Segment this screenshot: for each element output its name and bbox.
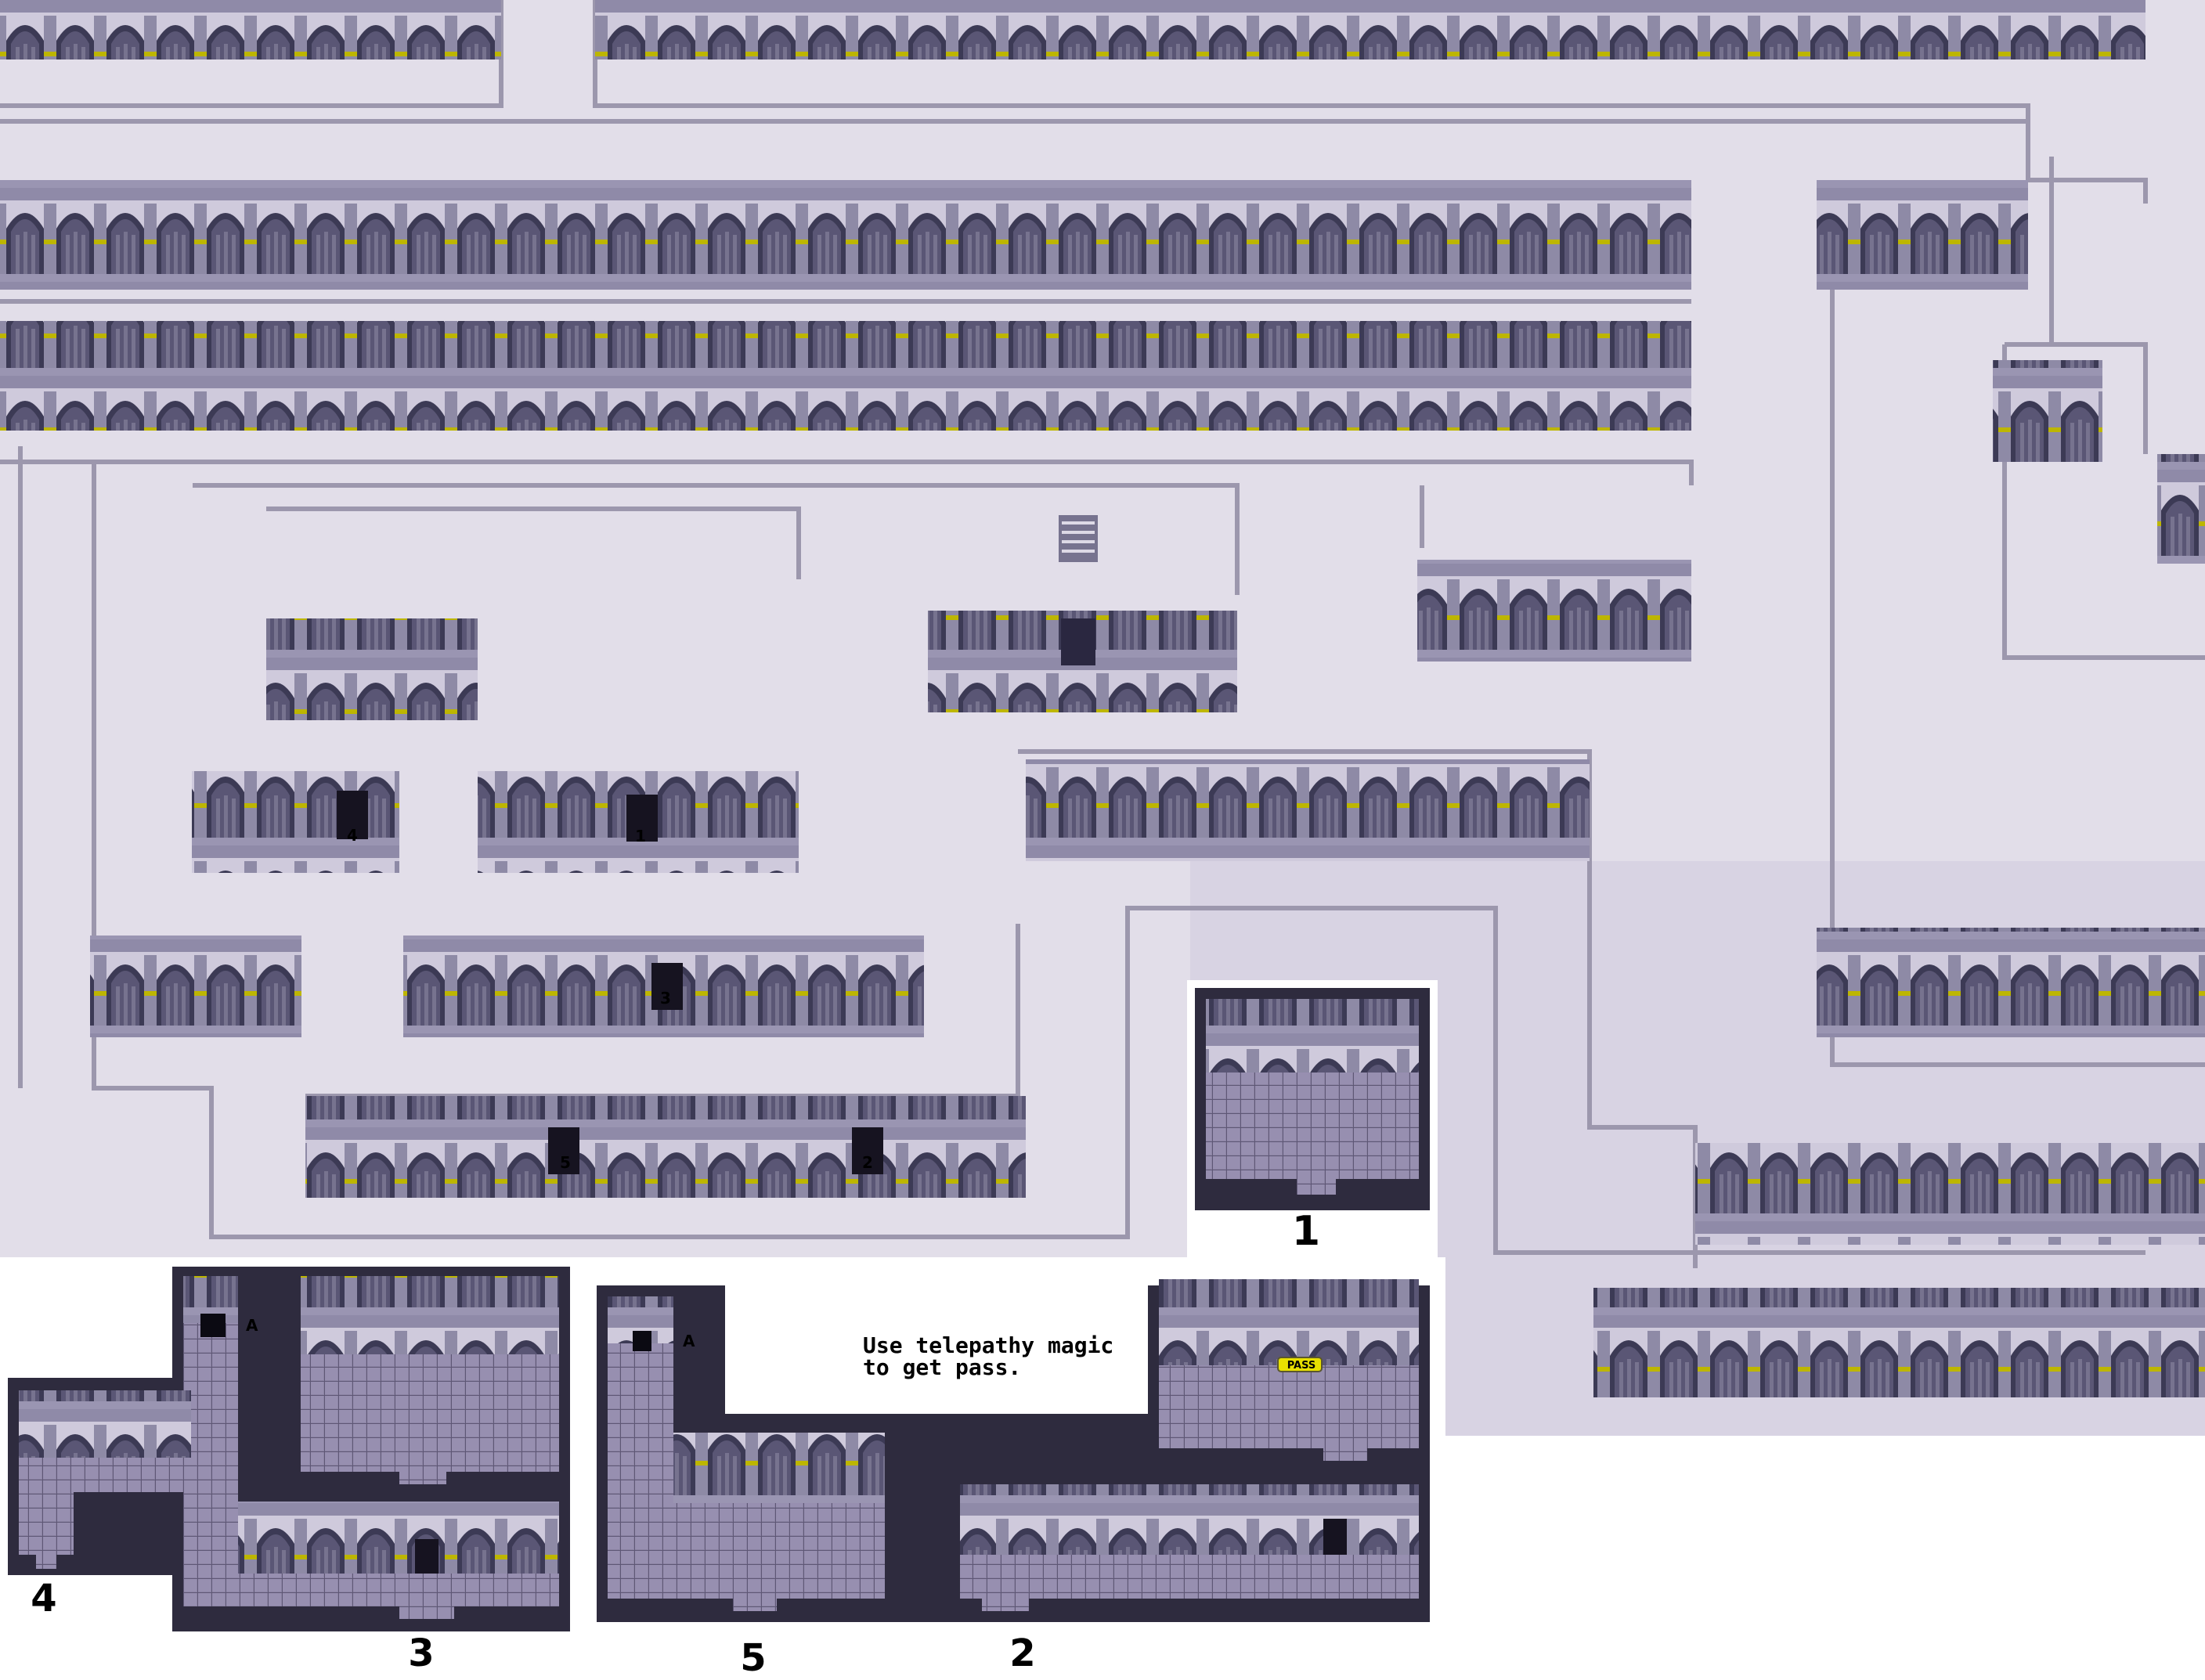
door-4 xyxy=(337,791,368,839)
arcade-row xyxy=(595,0,2145,59)
staircase-doorway xyxy=(1061,618,1095,665)
room-label-4: 4 xyxy=(31,1577,56,1621)
pass-item: PASS xyxy=(1277,1357,1323,1372)
room-label-3: 3 xyxy=(408,1631,434,1675)
arcades xyxy=(0,0,2205,1397)
note-line-1: Use telepathy magic xyxy=(863,1332,1113,1358)
inset-area-right xyxy=(1445,1436,2205,1680)
railings xyxy=(0,0,2205,1268)
door-3 xyxy=(651,963,683,1010)
door-2 xyxy=(852,1127,883,1174)
room-label-5: 5 xyxy=(740,1636,766,1680)
arcade-row xyxy=(1695,1143,2205,1245)
arcade-row xyxy=(192,771,399,873)
arcade-row xyxy=(1817,928,2205,1037)
room-label-1: 1 xyxy=(1292,1208,1320,1255)
door-label-3: 3 xyxy=(660,989,671,1008)
door-1 xyxy=(626,795,658,842)
room-label-2: 2 xyxy=(1009,1631,1035,1675)
door-label-4: 4 xyxy=(347,826,358,845)
arcade-row xyxy=(0,180,1691,290)
pass-item-label: PASS xyxy=(1287,1360,1316,1372)
arcade-row xyxy=(90,936,301,1037)
room-4-3 xyxy=(8,1267,570,1631)
arcade-row xyxy=(1993,360,2102,462)
room-5-2 xyxy=(597,1279,1430,1622)
arcade-row xyxy=(1026,759,1590,861)
arcade-row xyxy=(1817,180,2028,290)
door-label-2: 2 xyxy=(862,1153,873,1172)
room-1 xyxy=(1195,988,1430,1210)
stairs-marker-a: A xyxy=(683,1332,695,1350)
note-line-2: to get pass. xyxy=(863,1354,1021,1380)
door-5 xyxy=(548,1127,579,1174)
door-label-1: 1 xyxy=(635,827,646,845)
stairs-marker-a: A xyxy=(246,1316,258,1335)
arcade-row xyxy=(1417,560,1691,662)
arcade-row xyxy=(266,618,478,720)
arcade-row xyxy=(305,1096,1026,1198)
arcade-row xyxy=(2157,454,2205,564)
door-label-5: 5 xyxy=(560,1153,571,1172)
arcade-row xyxy=(0,0,501,59)
arcade-row xyxy=(1593,1288,2205,1397)
arcade-row xyxy=(0,321,1691,431)
stairs-icon xyxy=(1059,515,1098,562)
